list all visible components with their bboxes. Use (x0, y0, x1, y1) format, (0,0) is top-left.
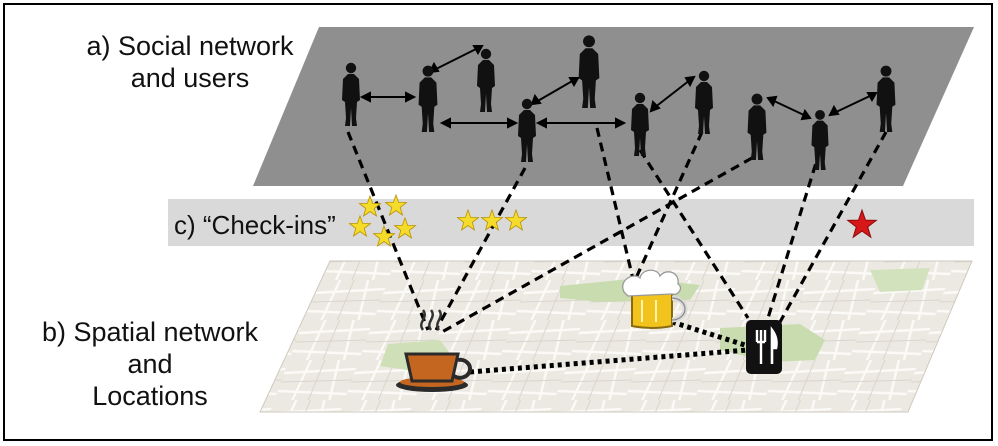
social-edges (359, 45, 878, 129)
user-location-link (434, 167, 527, 331)
user-location-link (638, 149, 750, 319)
spatial-edges (469, 319, 749, 375)
user-location-links (346, 127, 888, 334)
spatial-network-label: b) Spatial network and Locations (20, 316, 280, 412)
friendship-edge (828, 92, 878, 117)
map-park (870, 268, 930, 292)
spatial-network-label-line2: and (127, 349, 173, 379)
user-location-link (634, 131, 704, 279)
friendship-edge (649, 75, 696, 113)
spatial-network-label-line1: b) Spatial network (41, 317, 259, 347)
social-network-label-line2: and users (130, 63, 250, 93)
friendship-edge (439, 117, 519, 129)
friendship-edge (359, 91, 417, 103)
social-network-label: a) Social network and users (60, 30, 320, 94)
user-location-link (346, 131, 430, 331)
friendship-edge (535, 117, 627, 129)
fork-knife-icon (746, 320, 782, 374)
map-plane (259, 260, 973, 413)
spatial-network-label-line3: Locations (92, 381, 208, 411)
user-location-link (778, 131, 888, 323)
coffee-cup-icon (396, 309, 473, 392)
beer-mug-icon (622, 269, 688, 329)
checkin-band (168, 199, 974, 246)
social-network-label-line1: a) Social network (86, 31, 294, 61)
friendship-edge (766, 95, 812, 121)
spatial-edge (469, 347, 749, 375)
friendship-edge (530, 77, 580, 106)
spatial-edge (671, 319, 749, 349)
checkins-label: c) “Check-ins” (174, 210, 336, 240)
